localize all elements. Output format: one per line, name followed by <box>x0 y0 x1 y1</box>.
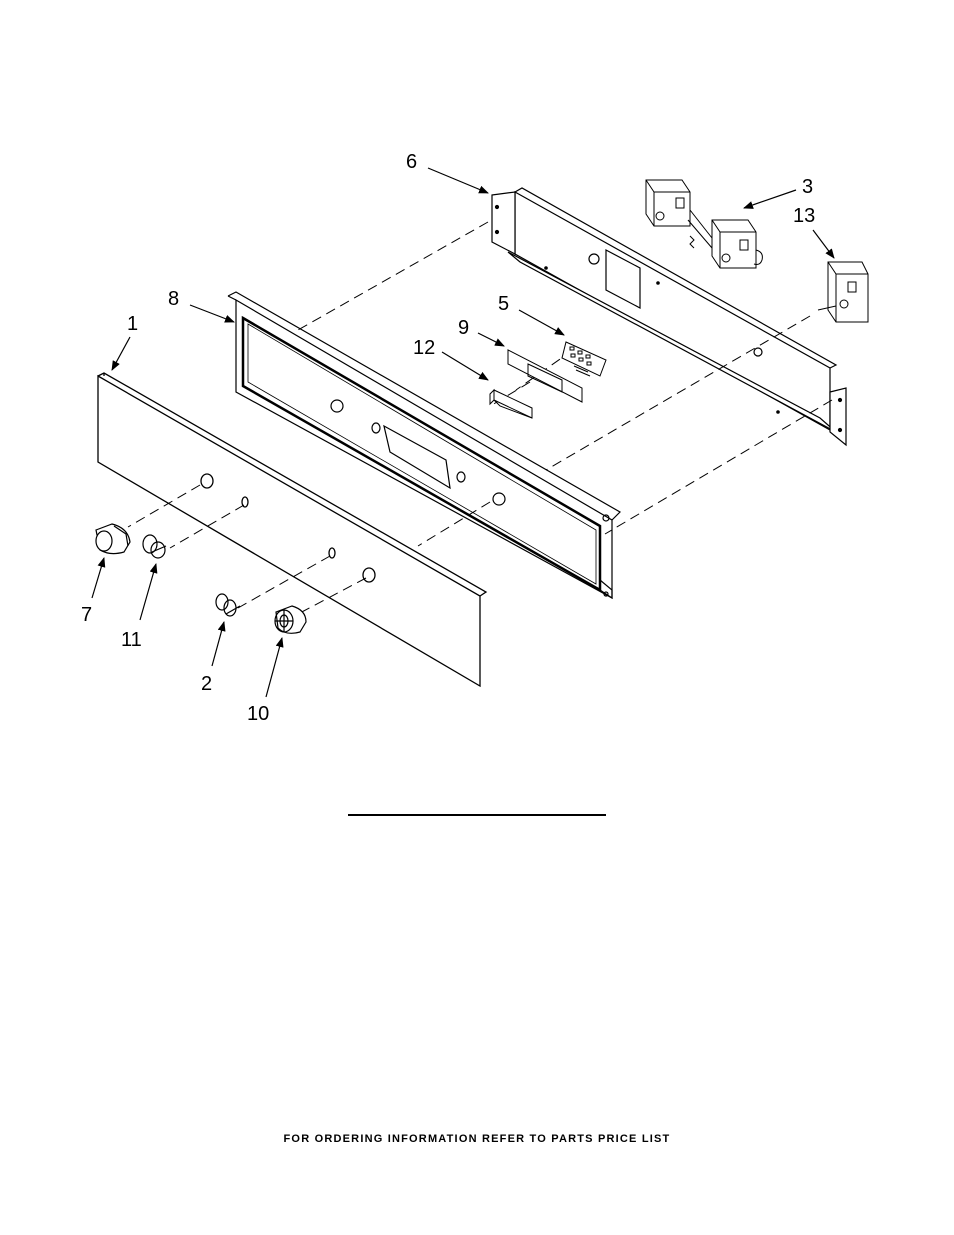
callout-1: 1 <box>127 313 138 335</box>
control-panel-frame <box>227 291 621 600</box>
display-bracket <box>489 388 533 419</box>
callout-11: 11 <box>121 629 142 651</box>
infinite-switch-assembly <box>645 179 763 269</box>
control-knob-10 <box>274 605 307 634</box>
rear-mounting-bracket <box>491 187 847 447</box>
leader-arrows <box>91 167 835 698</box>
display-lens <box>507 349 583 403</box>
callout-2: 2 <box>201 673 212 695</box>
callout-6: 6 <box>406 151 417 173</box>
separator-rule <box>348 814 606 816</box>
alignment-lines <box>127 221 833 615</box>
callout-9: 9 <box>458 317 469 339</box>
callout-7: 7 <box>81 604 92 626</box>
callout-10: 10 <box>247 703 269 725</box>
knob-bezel-2 <box>215 593 241 617</box>
callout-13: 13 <box>793 205 815 227</box>
callout-labels: 6 3 13 8 1 5 9 12 7 11 2 10 <box>81 151 815 725</box>
ordering-info-footer: FOR ORDERING INFORMATION REFER TO PARTS … <box>283 1133 671 1145</box>
callout-12: 12 <box>413 337 435 359</box>
console-front-panel <box>97 372 488 688</box>
callout-3: 3 <box>802 176 813 198</box>
infinite-switch-single <box>817 261 869 323</box>
control-knob-7 <box>95 523 131 555</box>
user-interface-board <box>561 341 607 377</box>
knob-bezel-11 <box>142 534 167 559</box>
callout-5: 5 <box>498 293 509 315</box>
callout-8: 8 <box>168 288 179 310</box>
